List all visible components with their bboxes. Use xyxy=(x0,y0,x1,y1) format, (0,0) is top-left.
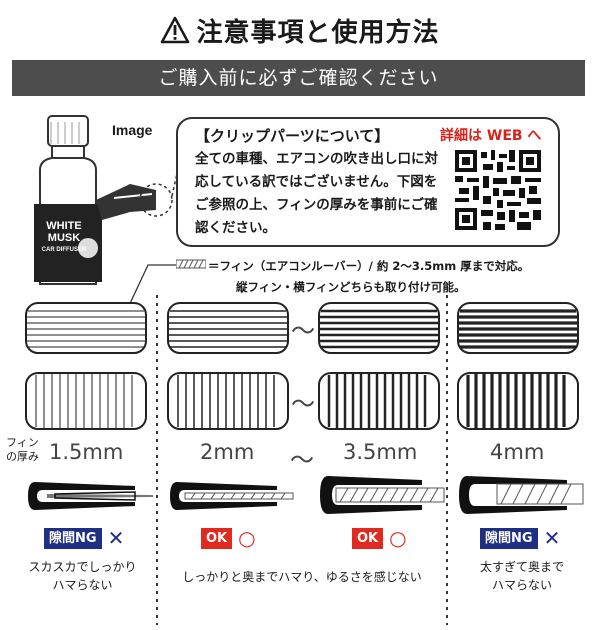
range-tilde-middle: 〜 xyxy=(291,390,315,418)
info-body: 全ての車種、エアコンの吹き出し口に対応している訳ではございません。下図をご参照の… xyxy=(195,151,438,236)
clip-diagram-1-5mm xyxy=(28,482,153,510)
clip-diagram-2mm xyxy=(170,482,294,510)
grille-horizontal-2mm xyxy=(167,302,289,354)
grille-horizontal-3-5mm xyxy=(318,302,440,354)
notice-banner: ご購入前に必ずご確認ください xyxy=(12,60,585,96)
caption-too-thin: スカスカでしっかり ハマらない xyxy=(28,560,137,592)
image-label: Image xyxy=(112,122,153,138)
bottle-cap xyxy=(47,115,89,147)
grille-vertical-2mm xyxy=(167,372,289,430)
web-link-label[interactable]: 詳細は WEB へ xyxy=(440,128,542,144)
page-title: 注意事項と使用方法 xyxy=(0,12,600,51)
bottle-label-text: WHITE MUSK CAR DIFFUSER xyxy=(41,220,87,253)
legend-line-2: 縦フィン・横フィンどちらも取り付け可能。 xyxy=(236,280,466,294)
fin-thickness-label: フィン の厚み xyxy=(6,436,39,463)
result-4mm: 隙間NG ✕ xyxy=(480,526,560,550)
cross-icon: ✕ xyxy=(543,526,561,550)
ok-badge: OK xyxy=(352,527,384,549)
fin-legend-icon xyxy=(176,259,206,269)
legend-line-1: ＝フィン（エアコンルーバー）/ 約 2〜3.5mm 厚まで対応。 xyxy=(208,259,530,273)
grille-vertical-1-5mm xyxy=(25,372,147,430)
grille-horizontal-4mm xyxy=(457,302,579,354)
range-tilde-bottom: 〜 xyxy=(290,446,314,474)
result-3-5mm: OK ○ xyxy=(352,526,407,550)
product-image xyxy=(34,115,181,285)
warning-icon xyxy=(160,16,190,51)
ok-badge: OK xyxy=(201,527,233,549)
range-tilde-top: 〜 xyxy=(291,317,315,345)
ng-badge: 隙間NG xyxy=(44,527,102,549)
clip-diagram-4mm xyxy=(459,476,584,514)
caption-ok: しっかりと奥までハマり、ゆるさを感じない xyxy=(182,570,422,584)
grille-horizontal-1-5mm xyxy=(25,302,147,354)
title-text: 注意事項と使用方法 xyxy=(196,18,440,48)
ng-badge: 隙間NG xyxy=(480,527,538,549)
result-1-5mm: 隙間NG ✕ xyxy=(44,526,124,550)
qr-code-icon[interactable] xyxy=(455,150,541,230)
caption-too-thick: 太すぎて奥まで ハマらない xyxy=(479,560,564,592)
clip-part xyxy=(96,184,156,220)
circle-icon: ○ xyxy=(389,526,407,550)
thickness-1-5mm: 1.5mm xyxy=(49,440,124,464)
thickness-4mm: 4mm xyxy=(490,440,545,464)
result-2mm: OK ○ xyxy=(201,526,256,550)
cross-icon: ✕ xyxy=(107,526,125,550)
thickness-2mm: 2mm xyxy=(200,440,255,464)
clip-diagram-3-5mm xyxy=(320,476,445,514)
info-heading: 【クリップパーツについて】 xyxy=(195,127,390,145)
circle-icon: ○ xyxy=(238,526,256,550)
grille-vertical-4mm xyxy=(457,372,579,430)
thickness-3-5mm: 3.5mm xyxy=(343,440,418,464)
grille-vertical-3-5mm xyxy=(318,372,440,430)
